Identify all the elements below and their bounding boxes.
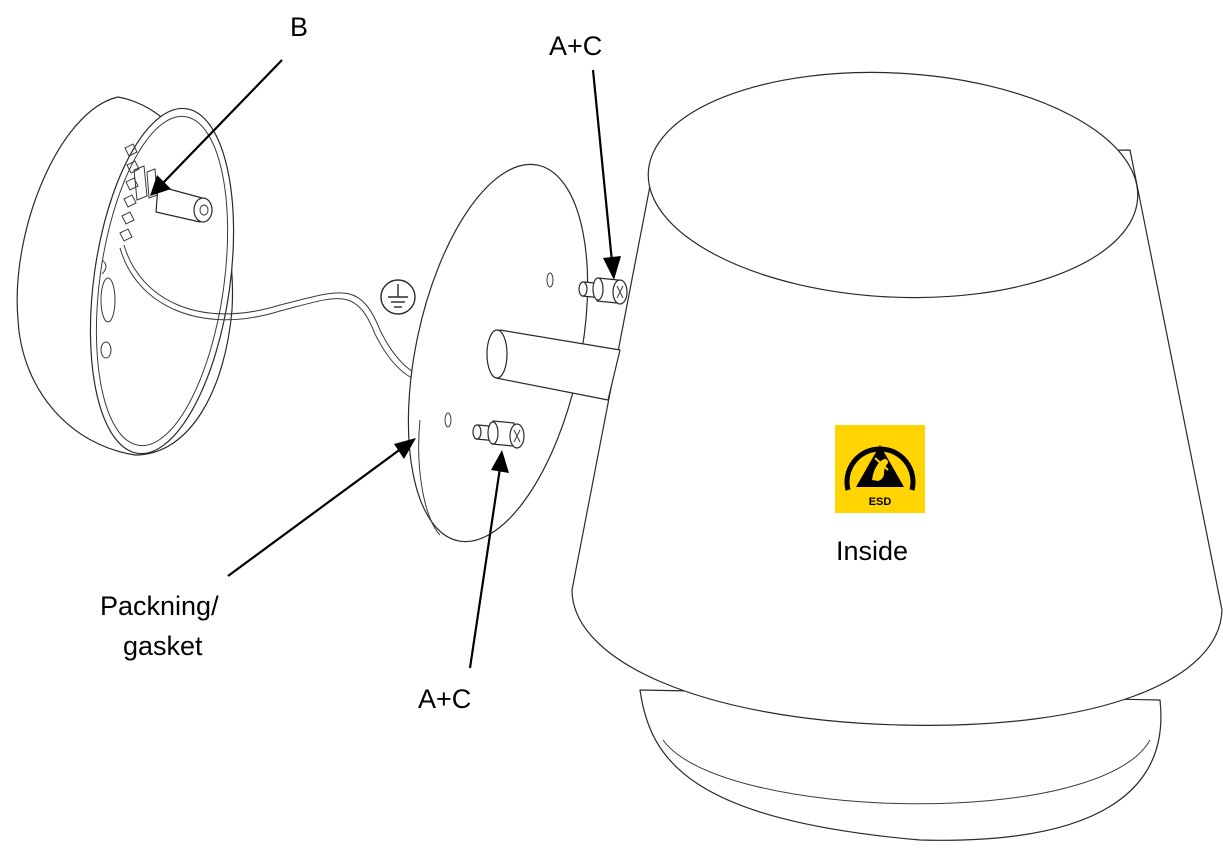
terminal-block bbox=[119, 143, 158, 242]
label-inside: Inside bbox=[836, 536, 908, 566]
mounting-hole bbox=[444, 412, 452, 428]
leader-ac-bottom bbox=[468, 467, 502, 669]
label-ac-top: A+C bbox=[549, 31, 602, 61]
wall-box-sleeve bbox=[155, 185, 213, 223]
label-b: B bbox=[290, 12, 308, 42]
label-gasket-line1: Packning/ bbox=[100, 591, 219, 621]
esd-warning-icon: ESD bbox=[835, 425, 925, 513]
cable-entry-knockouts bbox=[100, 259, 116, 359]
wall-mounting-box bbox=[16, 96, 235, 456]
leader-gasket bbox=[227, 447, 403, 577]
screw-bottom bbox=[472, 420, 525, 449]
label-ac-bottom: A+C bbox=[418, 684, 471, 714]
earth-cable bbox=[123, 244, 419, 376]
leader-ac-top bbox=[591, 69, 614, 263]
mounting-tube bbox=[486, 329, 621, 401]
leader-b bbox=[161, 59, 283, 185]
esd-text: ESD bbox=[869, 496, 892, 508]
screw-top bbox=[578, 277, 628, 305]
label-gasket-line2: gasket bbox=[123, 631, 203, 661]
mounting-hole bbox=[546, 272, 554, 288]
earth-cable-edge bbox=[119, 247, 417, 381]
protective-earth-icon bbox=[380, 279, 416, 315]
